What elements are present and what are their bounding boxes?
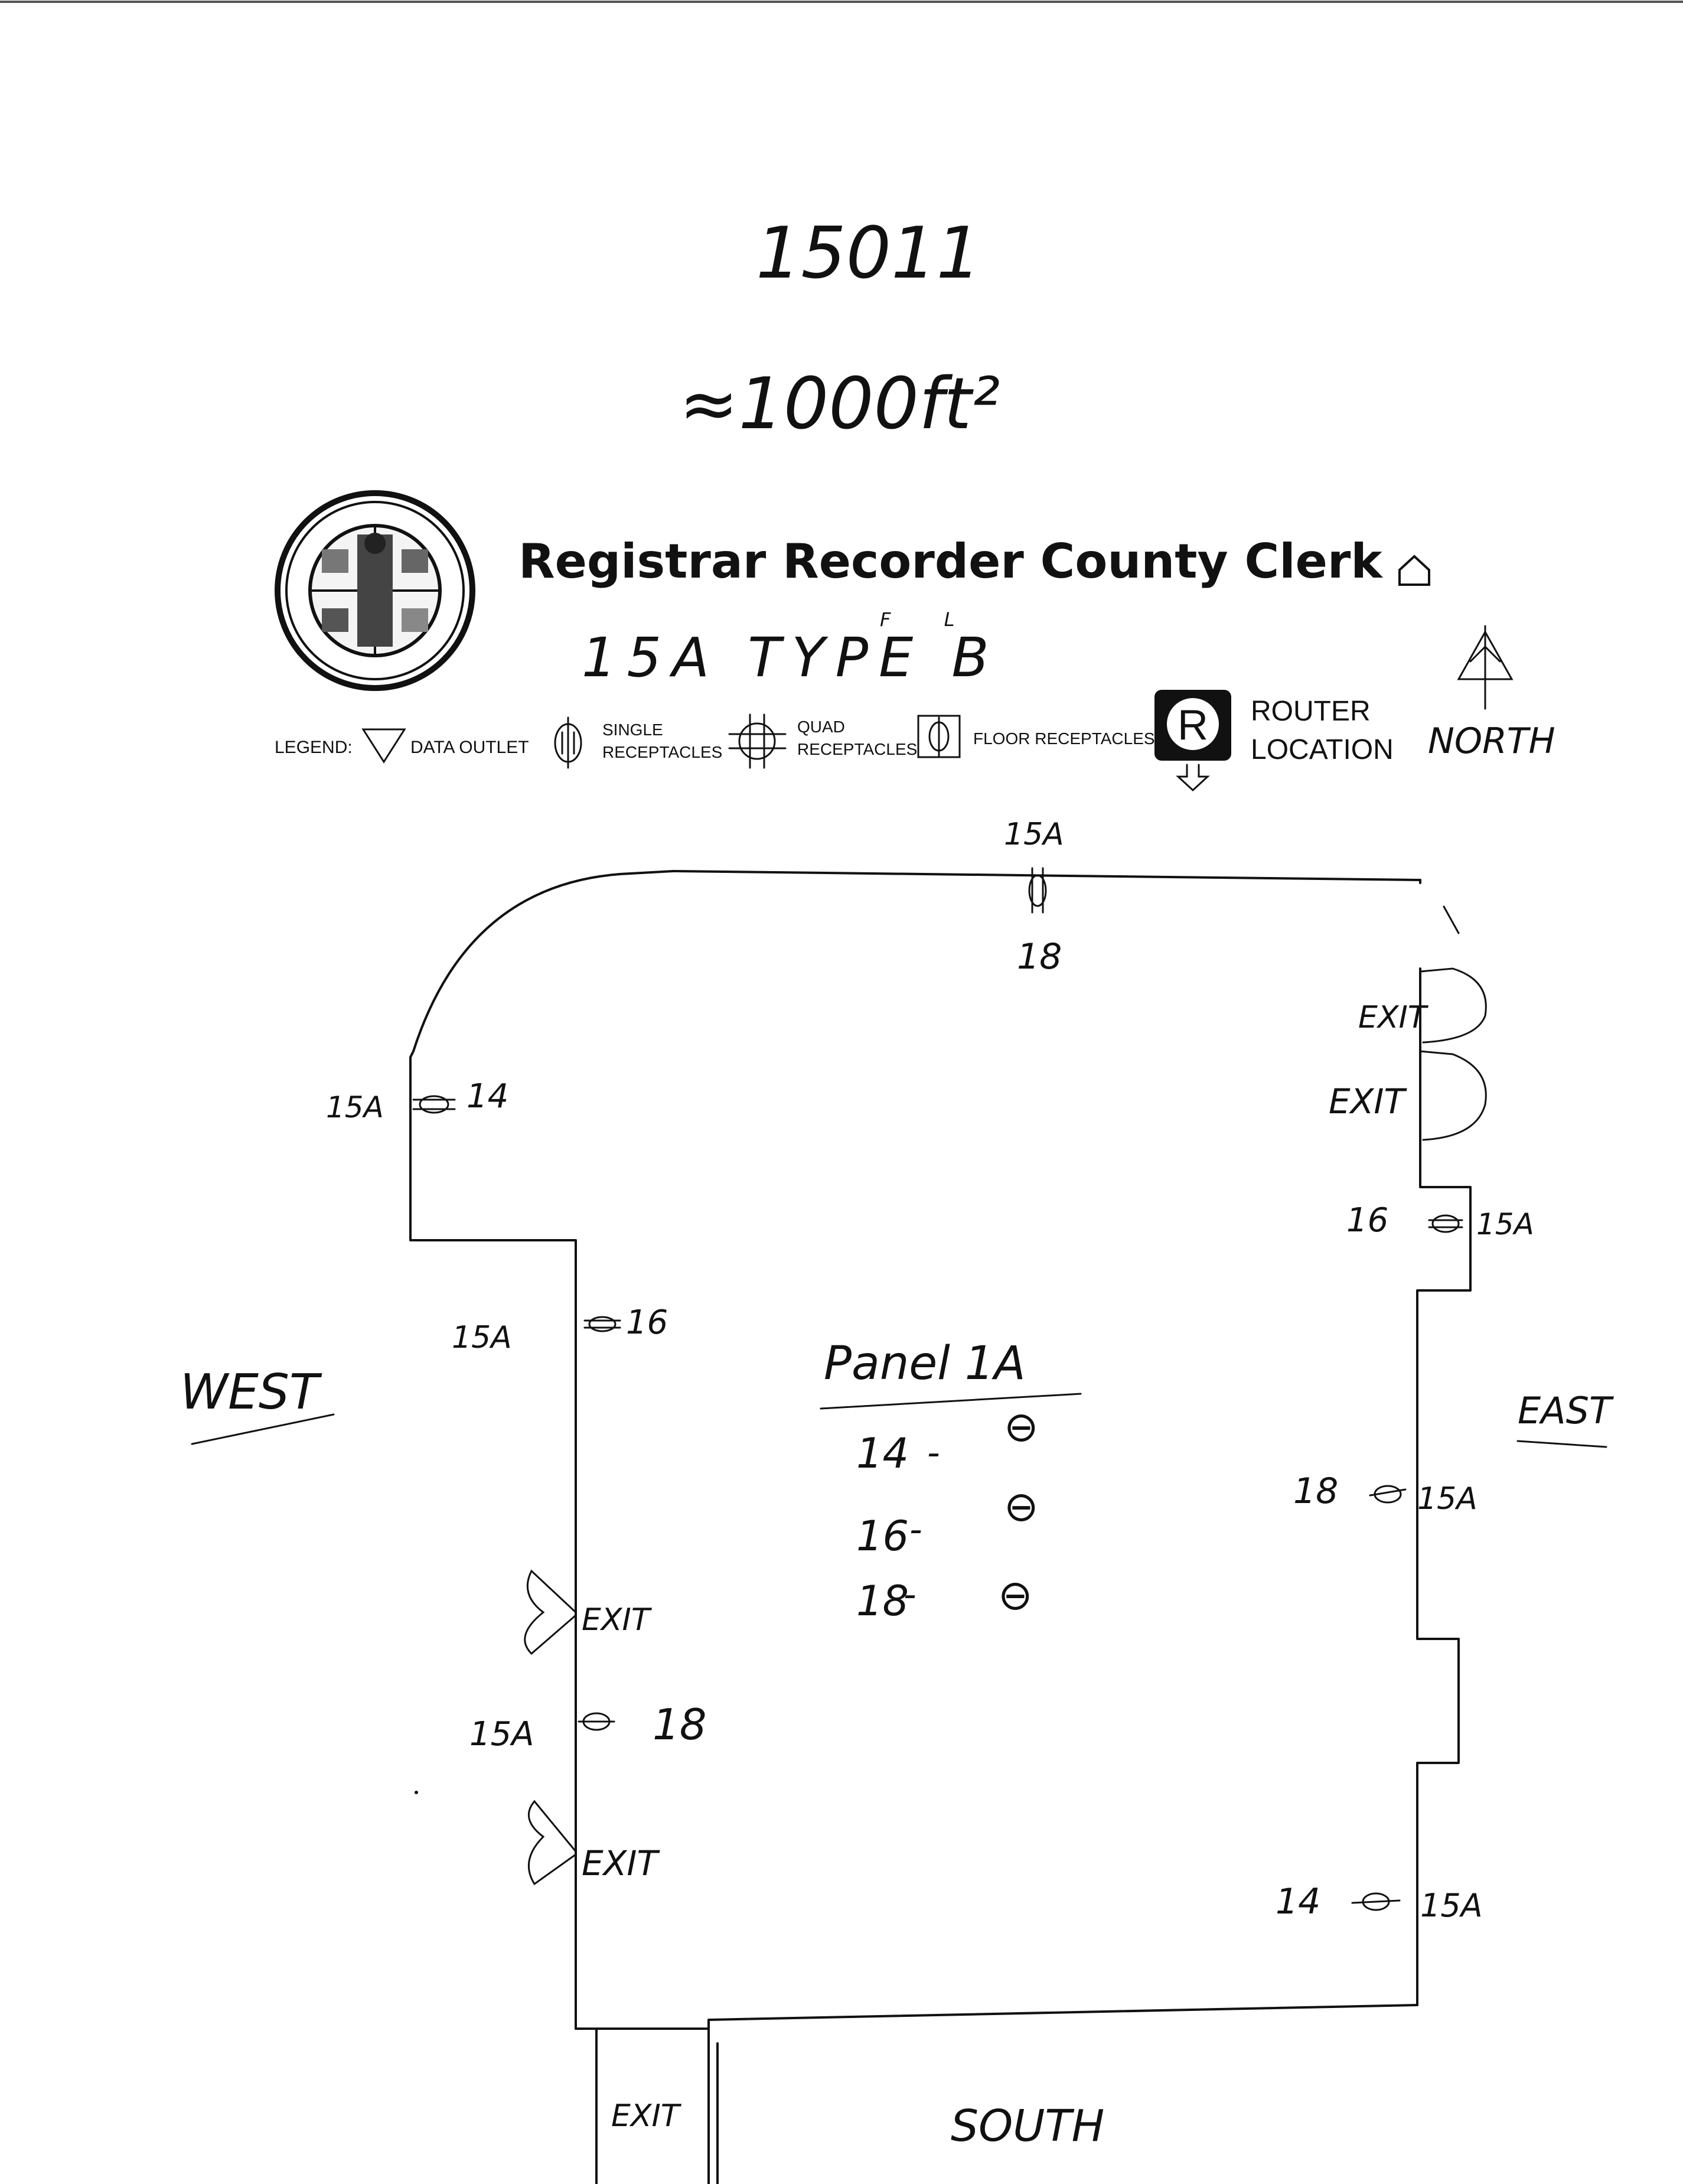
legend-quad-line2: RECEPTACLES — [797, 740, 917, 758]
room-area: ≈1000ft² — [679, 363, 1000, 445]
single-receptacle-symbol — [1428, 1219, 1463, 1228]
receptacle-amp-label: 15A — [1420, 1887, 1483, 1924]
router-letter: R — [1178, 702, 1208, 749]
county-seal-logo — [275, 490, 475, 691]
single-receptacle-symbol — [1351, 1899, 1401, 1904]
single-receptacle-icon — [554, 716, 582, 769]
receptacle-west-upper: 15A 16 — [452, 1303, 668, 1355]
receptacle-west-lower: 15A 18 — [469, 1700, 707, 1753]
receptacle-east-lower: 14 15A — [1276, 1881, 1483, 1924]
receptacle-northwest: 15A 14 — [326, 1077, 508, 1124]
receptacle-amp-label: 15A — [1417, 1481, 1477, 1517]
panel-row-mark: ⊖ — [998, 1571, 1033, 1619]
single-receptacle-symbol — [583, 1319, 621, 1329]
receptacle-north: 15A 18 — [1004, 817, 1064, 977]
direction-south: SOUTH — [951, 2101, 1104, 2152]
receptacle-circuit-label: 18 — [1293, 1471, 1338, 1512]
panel-row-sep: - — [909, 1509, 922, 1550]
west-exit-2-swing — [527, 1800, 577, 1886]
single-receptacle-symbol — [1431, 1214, 1460, 1233]
east-exit-2-swing — [1419, 1050, 1487, 1141]
legend-single-line1: SINGLE — [602, 721, 663, 739]
legend-quad-line1: QUAD — [797, 718, 845, 736]
legend-router-line2: LOCATION — [1251, 734, 1394, 765]
receptacle-circuit-label: 14 — [1276, 1881, 1320, 1922]
receptacle-amp-label: 15A — [469, 1715, 534, 1753]
router-location-icon — [1154, 690, 1231, 792]
exit-door-swings — [524, 967, 1487, 1886]
single-receptacle-symbol — [1369, 1488, 1407, 1497]
east-underline — [1516, 1440, 1607, 1448]
north-label: NORTH — [1428, 721, 1555, 762]
single-receptacle-symbol — [419, 1095, 449, 1114]
direction-west: WEST — [180, 1364, 322, 1420]
legend-label: LEGEND: — [275, 738, 353, 757]
legend-single-line2: RECEPTACLES — [602, 743, 722, 761]
panel-row-circuit: 14 — [856, 1429, 909, 1478]
panel-schedule: Panel 1A 14 - ⊖ 16 - ⊖ 18 - ⊖ — [820, 1337, 1082, 1625]
exit-label-east-1: EXIT — [1358, 1000, 1429, 1035]
panel-title-underline — [820, 1393, 1082, 1410]
circuit-type-note-superscript: F L — [880, 608, 978, 631]
west-wall-upper — [409, 870, 674, 1569]
receptacle-circuit-label: 18 — [1017, 936, 1062, 977]
exit-label-east-2: EXIT — [1329, 1081, 1407, 1122]
receptacle-circuit-label: 18 — [653, 1700, 707, 1749]
legend-router-line1: ROUTER — [1251, 696, 1371, 727]
north-arrow-icon — [1457, 625, 1514, 710]
exit-label-south: EXIT — [611, 2098, 682, 2134]
west-exit-1-swing — [524, 1569, 577, 1655]
receptacle-amp-label: 15A — [1476, 1207, 1534, 1241]
single-receptacle-symbol — [588, 1316, 617, 1332]
stray-dot — [415, 1791, 418, 1794]
east-wall — [1416, 967, 1472, 2006]
receptacle-east-upper: 16 15A — [1346, 1201, 1534, 1241]
panel-row-circuit: 18 — [856, 1577, 909, 1625]
circuit-type-note: 15A TYPE B — [582, 626, 1000, 689]
home-icon — [1398, 555, 1430, 586]
data-outlet-icon — [361, 728, 406, 764]
legend-data-outlet: DATA OUTLET — [410, 738, 529, 757]
exit-label-west-2: EXIT — [582, 1843, 660, 1883]
panel-row-circuit: 16 — [856, 1512, 909, 1560]
direction-east: EAST — [1518, 1389, 1614, 1432]
receptacle-east-middle: 18 15A — [1293, 1471, 1477, 1517]
north-wall — [672, 870, 1421, 881]
quad-receptacle-icon — [728, 713, 787, 769]
org-title: Registrar Recorder County Clerk — [518, 534, 1383, 589]
receptacle-amp-label: 15A — [452, 1320, 512, 1355]
receptacle-circuit-label: 14 — [467, 1077, 508, 1116]
room-number: 15011 — [756, 213, 981, 295]
panel-row-mark: ⊖ — [1004, 1403, 1039, 1451]
single-receptacle-symbol — [1031, 867, 1044, 914]
exit-label-west-1: EXIT — [582, 1602, 653, 1638]
floor-receptacle-icon — [917, 715, 961, 758]
south-wall — [575, 2004, 1418, 2030]
panel-row-sep: - — [904, 1574, 916, 1615]
receptacle-amp-label: 15A — [326, 1090, 384, 1124]
receptacle-amp-label: 15A — [1004, 817, 1064, 852]
panel-title: Panel 1A — [824, 1337, 1026, 1390]
legend-floor: FLOOR RECEPTACLES — [973, 729, 1155, 748]
receptacle-circuit-label: 16 — [1346, 1201, 1388, 1240]
receptacle-circuit-label: 16 — [626, 1303, 668, 1342]
single-receptacle-symbol — [412, 1098, 456, 1110]
legend: LEGEND: DATA OUTLET SINGLE RECEPTACLES Q… — [275, 690, 1394, 792]
single-receptacle-symbol — [1028, 874, 1047, 907]
panel-row-sep: - — [927, 1432, 940, 1474]
panel-row-mark: ⊖ — [1004, 1482, 1039, 1531]
ne-tick-mark — [1443, 905, 1460, 934]
south-exit-jamb — [595, 2027, 719, 2184]
east-exit-1-swing — [1419, 967, 1487, 1044]
west-underline — [191, 1413, 335, 1445]
room-walls — [409, 870, 1472, 2184]
